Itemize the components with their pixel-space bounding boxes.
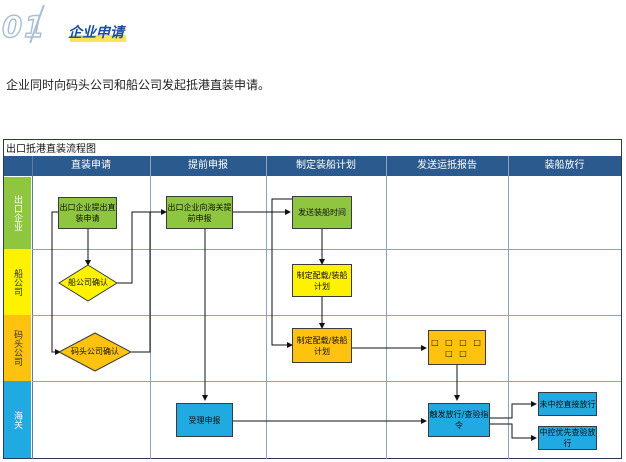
terminal-confirm-diamond (57, 332, 133, 372)
column-divider (508, 156, 509, 459)
column-header-apply: 直装申请 (71, 160, 111, 171)
arrow-send-time-to-plan-terminal (271, 198, 293, 348)
flowchart-frame (3, 139, 622, 459)
column-header-release: 装船放行 (544, 160, 585, 171)
ship-confirm-diamond (58, 264, 118, 302)
column-divider (32, 156, 33, 459)
arrow-apply-to-terminal-confirm (51, 211, 61, 355)
lane-label-customs: 海关 (4, 381, 31, 458)
node-declare: 出口企业向海关提前申报 (166, 196, 233, 229)
node-plan-ship: 制定配载/装船计划 (292, 264, 352, 297)
node-plan-terminal: 制定配载/装船计划 (292, 328, 352, 363)
lane-divider (32, 381, 621, 382)
section-number: 01 (1, 9, 47, 44)
lane-divider (32, 315, 621, 316)
lane-label-terminal-company: 码头公司 (4, 315, 31, 381)
column-header-report: 发送运抵报告 (417, 160, 477, 171)
node-arrival-report: □ □ □ □ □ □ (428, 330, 486, 365)
arrow-terminal-confirm-to-declare (131, 212, 151, 353)
arrow-release-to-direct-load (490, 401, 537, 419)
arrow-ship-confirm-to-declare (117, 209, 167, 284)
column-header-declare: 提前申报 (188, 160, 228, 171)
node-send-time: 发送装船时间 (292, 196, 352, 229)
node-direct-release: 未中控直接放行 (538, 392, 597, 416)
lane-label-exporter: 出口企业 (4, 177, 31, 249)
section-intro-text: 企业同时向码头公司和船公司发起抵港直装申请。 (6, 78, 271, 92)
column-divider (386, 156, 387, 459)
flowchart-header-row (4, 156, 621, 176)
column-divider (266, 156, 267, 459)
node-apply: 出口企业提出直装申请 (58, 197, 117, 229)
column-header-plan: 制定装船计划 (296, 160, 356, 171)
arrow-release-to-inspect-load (490, 423, 537, 441)
flowchart-title: 出口抵港直装流程图 (6, 144, 96, 155)
node-inspection-release: 中控优先查验放行 (538, 426, 597, 450)
lane-label-ship-company: 船公司 (4, 249, 31, 315)
section-title: 企业申请 (68, 22, 126, 42)
node-terminal-confirm: 码头公司确认 (71, 347, 119, 356)
node-accept-declaration: 受理申报 (176, 403, 233, 437)
node-ship-confirm: 船公司确认 (68, 278, 108, 287)
node-release-instruction: 触发放行/查验指令 (428, 403, 490, 437)
lane-divider (32, 249, 621, 250)
